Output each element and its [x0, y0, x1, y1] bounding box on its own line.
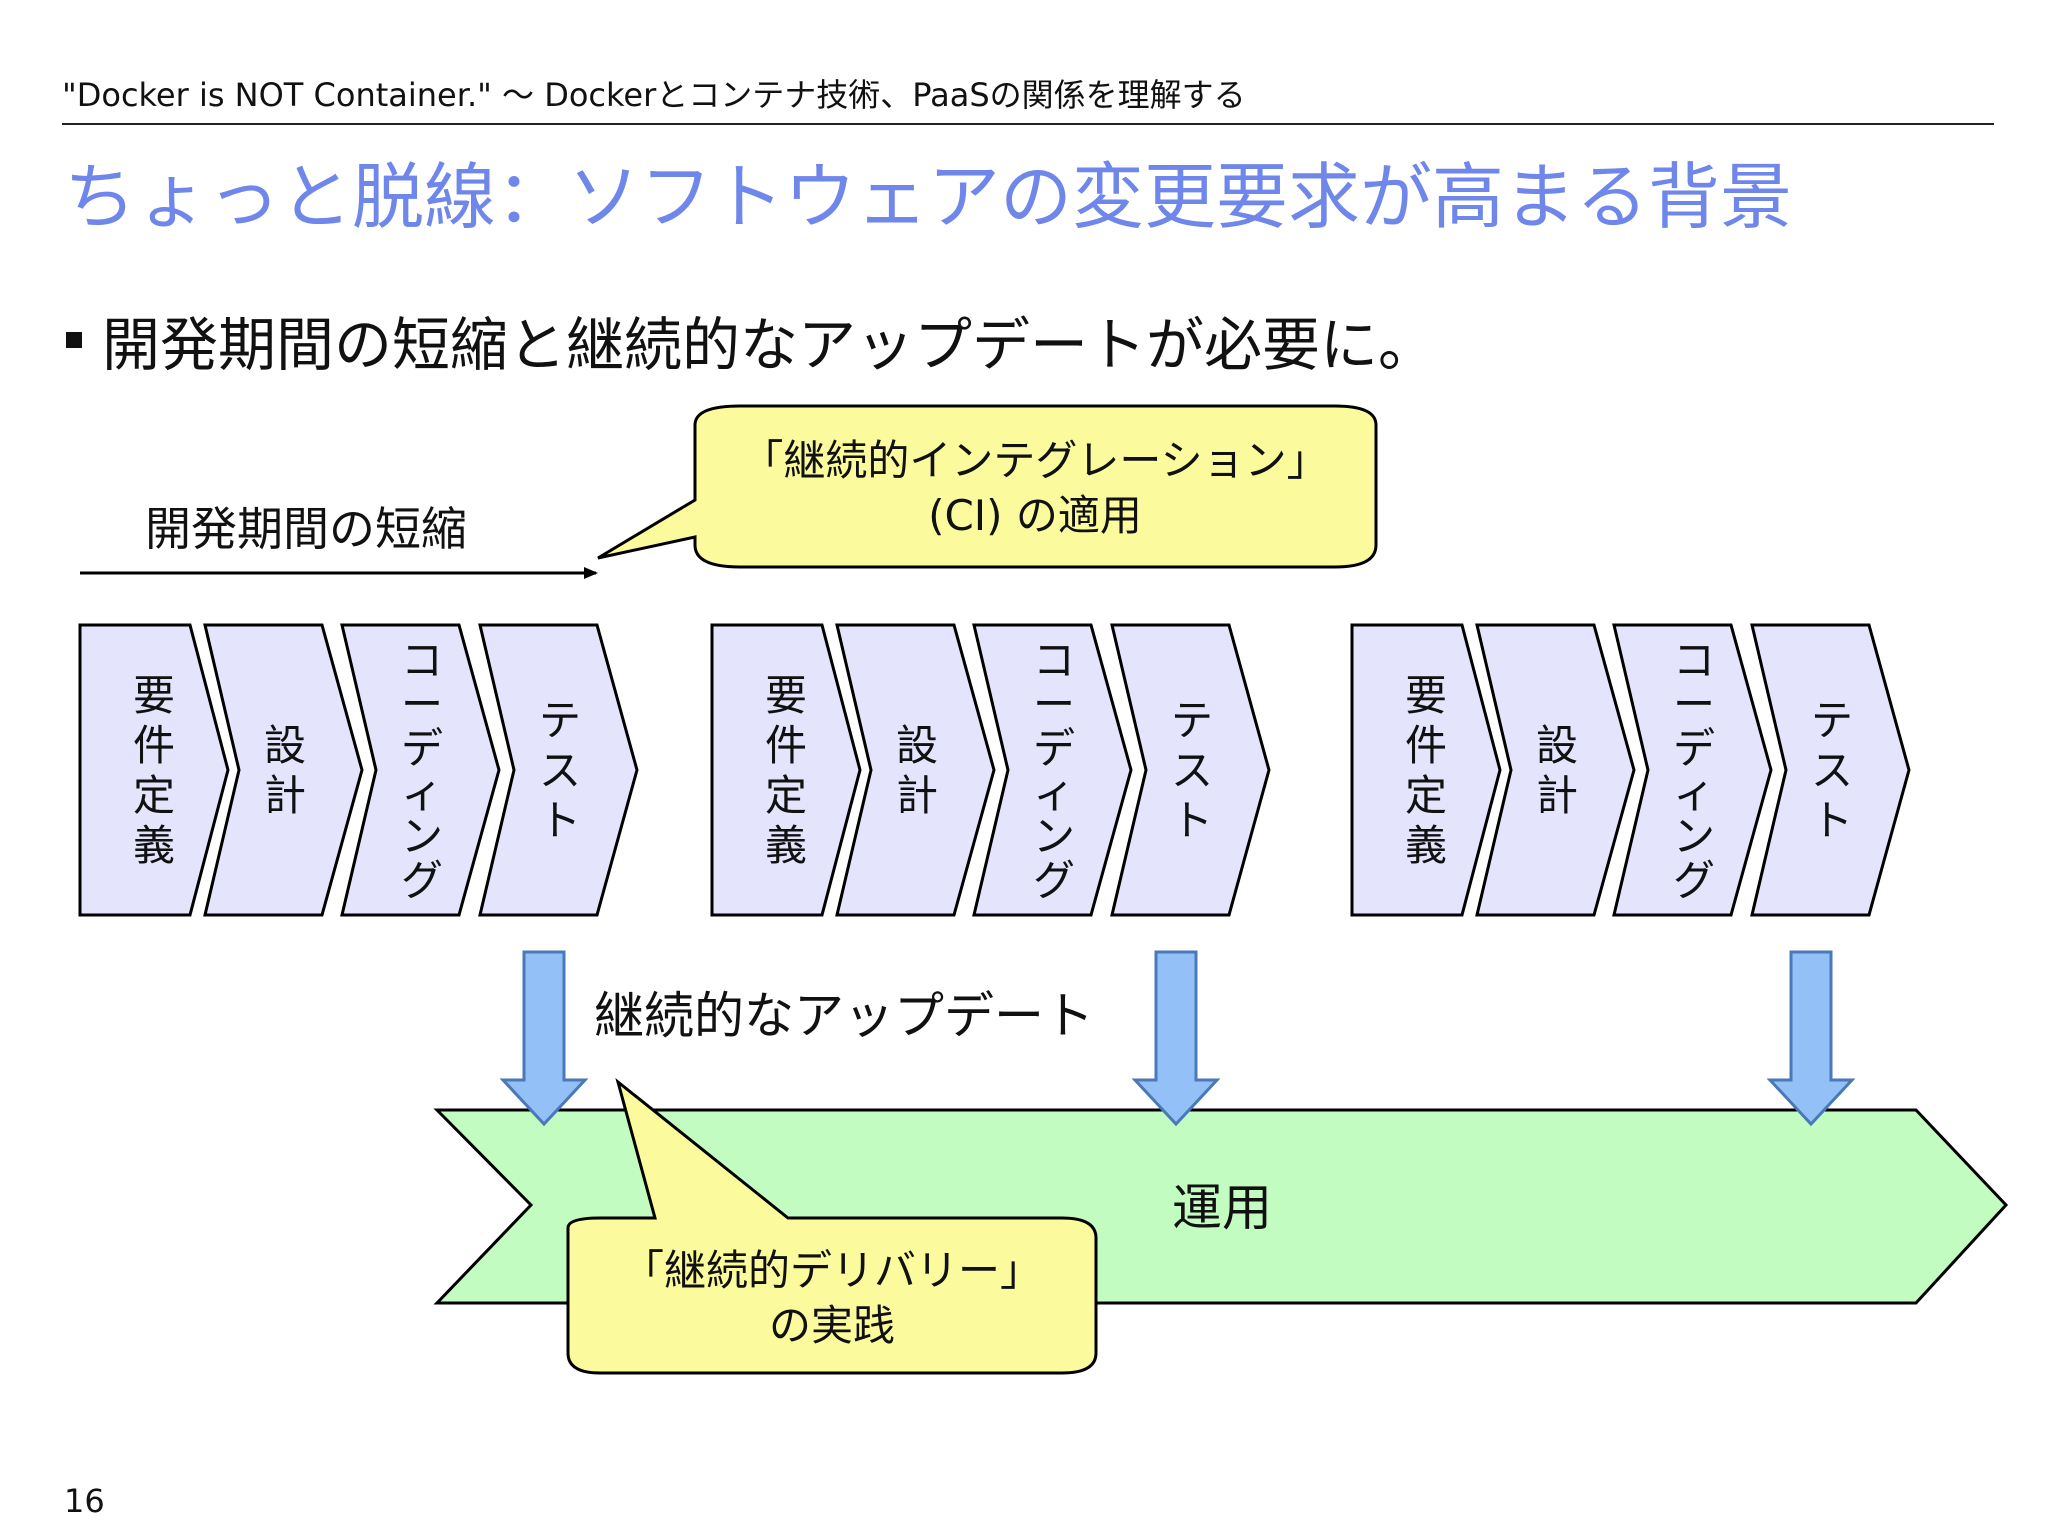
update-arrow-2: [1131, 950, 1221, 1127]
cycle-2-design-label: 設計: [896, 721, 938, 820]
update-arrow-1: [499, 950, 589, 1127]
cycle-2-requirements-label: 要件定義: [765, 671, 807, 870]
cycle-1-coding-chevron: [340, 623, 501, 917]
cycle-2-testing-chevron: [1110, 623, 1271, 917]
cycle-3-testing-chevron: [1750, 623, 1911, 917]
cycle-3-coding-label: コーディング: [1673, 636, 1715, 905]
bullet-marker: [66, 332, 82, 348]
cycle-3-coding-chevron: [1612, 623, 1773, 917]
cycle-1-requirements-chevron: [78, 623, 230, 917]
ci-callout-line2: (CI) の適用: [928, 491, 1142, 540]
cycle-2-requirements-chevron: [710, 623, 862, 917]
cycle-1-coding-label: コーディング: [401, 636, 443, 905]
shorten-period-label: 開発期間の短縮: [145, 502, 467, 556]
cycle-2-coding-chevron: [972, 623, 1133, 917]
cycle-2-coding-label: コーディング: [1033, 636, 1075, 905]
ci-callout-line1: 「継続的インテグレーション」: [741, 436, 1328, 485]
cycles-group: 要件定義 設計 コーディング テスト 要件定義 設計 コーディング テスト 要件定義 設計 コーディ…: [78, 623, 1911, 917]
cycle-2-design-chevron: [835, 623, 996, 917]
cycle-3-requirements-chevron: [1350, 623, 1502, 917]
cd-callout: [566, 1077, 1098, 1375]
cycle-1-design-chevron: [203, 623, 364, 917]
slide-header: "Docker is NOT Container." 〜 Dockerとコンテナ…: [62, 76, 1246, 114]
update-arrow-3: [1766, 950, 1856, 1127]
cd-callout-line1: 「継続的デリバリー」: [622, 1246, 1042, 1295]
cycle-3-requirements-label: 要件定義: [1405, 671, 1447, 870]
cycle-3-design-label: 設計: [1536, 721, 1578, 820]
continuous-update-label: 継続的なアップデート: [594, 987, 1094, 1045]
cd-callout-line2: の実践: [769, 1301, 895, 1350]
update-arrows-group: [499, 950, 1856, 1127]
cycle-1-requirements-label: 要件定義: [133, 671, 175, 870]
cycle-1-testing-chevron: [478, 623, 639, 917]
cycle-1-design-label: 設計: [264, 721, 306, 820]
cycle-3-testing-label: テスト: [1811, 696, 1853, 845]
bullet-item: 開発期間の短縮と継続的なアップデートが必要に。: [66, 298, 1436, 382]
cycle-1-testing-label: テスト: [539, 696, 581, 845]
cycle-2-testing-label: テスト: [1171, 696, 1213, 845]
header-divider: [62, 123, 1994, 125]
bullet-text: 開発期間の短縮と継続的なアップデートが必要に。: [102, 311, 1437, 379]
page-number: 16: [64, 1482, 105, 1520]
ci-callout: [597, 404, 1378, 569]
cycle-3-design-chevron: [1475, 623, 1636, 917]
operation-label: 運用: [1172, 1179, 1272, 1237]
slide-title: ちょっと脱線：ソフトウェアの変更要求が高まる背景: [64, 155, 1793, 239]
